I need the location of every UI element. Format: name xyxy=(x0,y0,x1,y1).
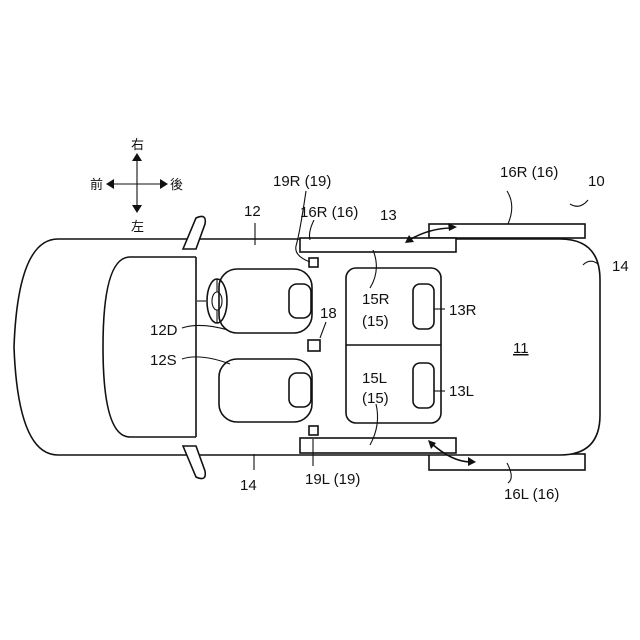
label-16R-open: 16R (16) xyxy=(500,164,558,181)
label-14-right: 14 xyxy=(612,258,629,275)
label-10: 10 xyxy=(588,173,605,190)
compass-left-label: 左 xyxy=(131,220,144,235)
right-sliding-door-closed xyxy=(300,238,456,252)
label-15R-group: (15) xyxy=(362,313,389,330)
label-18: 18 xyxy=(320,305,337,322)
label-15R: 15R xyxy=(362,291,390,308)
label-13R: 13R xyxy=(449,302,477,319)
label-16R-closed: 16R (16) xyxy=(300,204,358,221)
label-12: 12 xyxy=(244,203,261,220)
label-15L: 15L xyxy=(362,370,387,387)
label-16L-open: 16L (16) xyxy=(504,486,559,503)
label-13: 13 xyxy=(380,207,397,224)
label-12S: 12S xyxy=(150,352,177,369)
label-19R: 19R (19) xyxy=(273,173,331,190)
left-sliding-door-open xyxy=(429,454,585,470)
label-19L: 19L (19) xyxy=(305,471,360,488)
label-12D: 12D xyxy=(150,322,178,339)
arrow-up-icon xyxy=(132,153,142,161)
compass: 右 左 前 後 xyxy=(90,138,183,235)
label-15L-group: (15) xyxy=(362,390,389,407)
label-14-bottom: 14 xyxy=(240,477,257,494)
compass-front-label: 前 xyxy=(90,177,103,193)
arrow-left-icon xyxy=(106,179,114,189)
compass-rear-label: 後 xyxy=(170,178,183,193)
arrow-down-icon xyxy=(132,205,142,213)
compass-right-label: 右 xyxy=(131,138,144,153)
label-11: 11 xyxy=(513,340,529,357)
label-13L: 13L xyxy=(449,383,474,400)
arrow-right-icon xyxy=(160,179,168,189)
